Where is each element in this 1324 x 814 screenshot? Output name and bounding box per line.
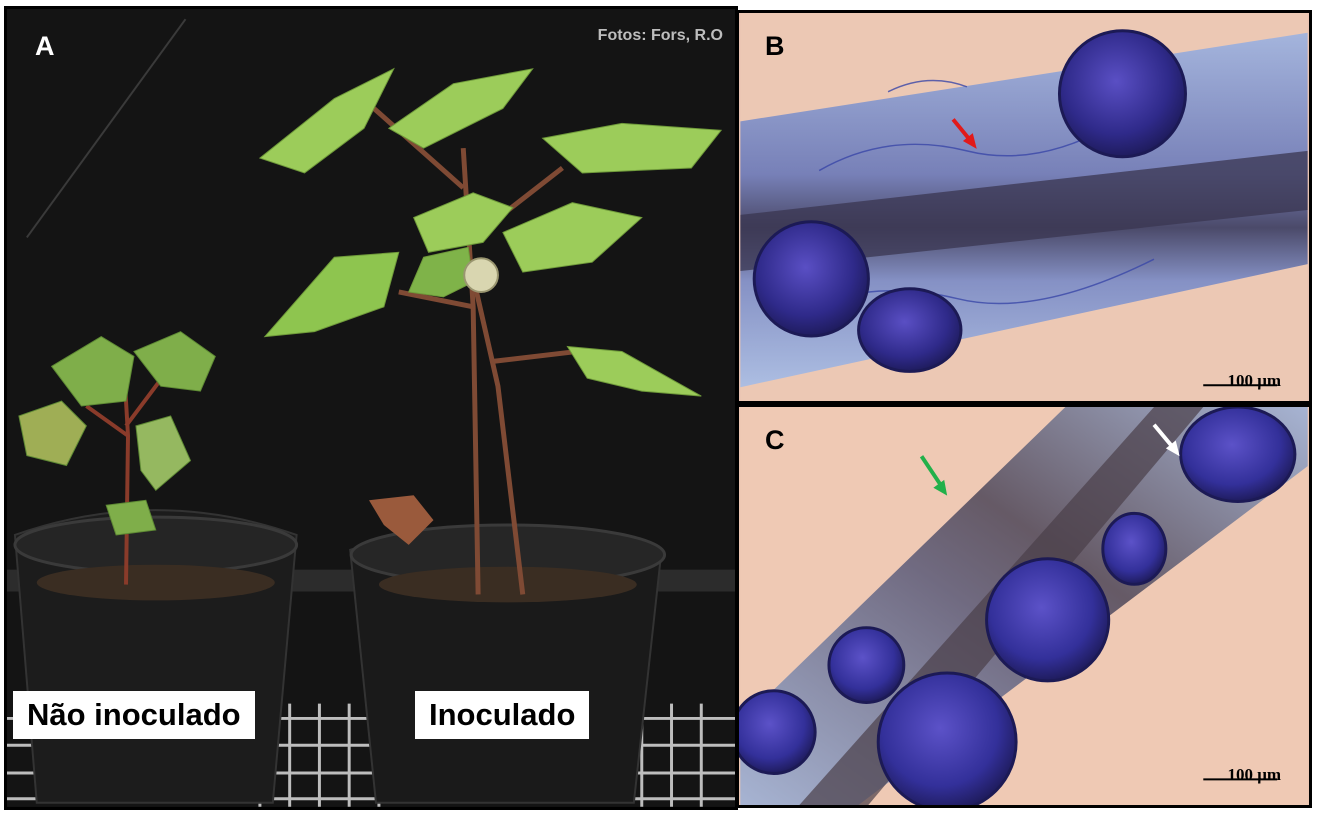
plants-photo-illustration [7,9,735,807]
panel-a-letter: A [35,31,55,61]
scale-bar-b: 100 μm [1227,371,1281,390]
panel-a-photo: A Fotos: Fors, R.O Não inoculado Inocula… [4,6,738,810]
panel-c-micrograph: C 100 μm [736,404,1312,808]
non-inoculated-label: Não inoculado [13,691,255,739]
root-micrograph-b [740,13,1308,401]
root-micrograph-c [739,407,1308,805]
panel-c-letter: C [765,425,785,455]
photo-credit: Fotos: Fors, R.O [597,27,723,44]
red-arrow-icon [951,118,977,149]
scale-bar-c: 100 μm [1227,765,1281,784]
panel-b-letter: B [765,31,785,61]
white-arrow-icon [1152,423,1180,457]
green-arrow-icon [919,455,948,496]
panel-b-micrograph: B 100 μm [736,10,1312,404]
inoculated-label: Inoculado [415,691,590,739]
